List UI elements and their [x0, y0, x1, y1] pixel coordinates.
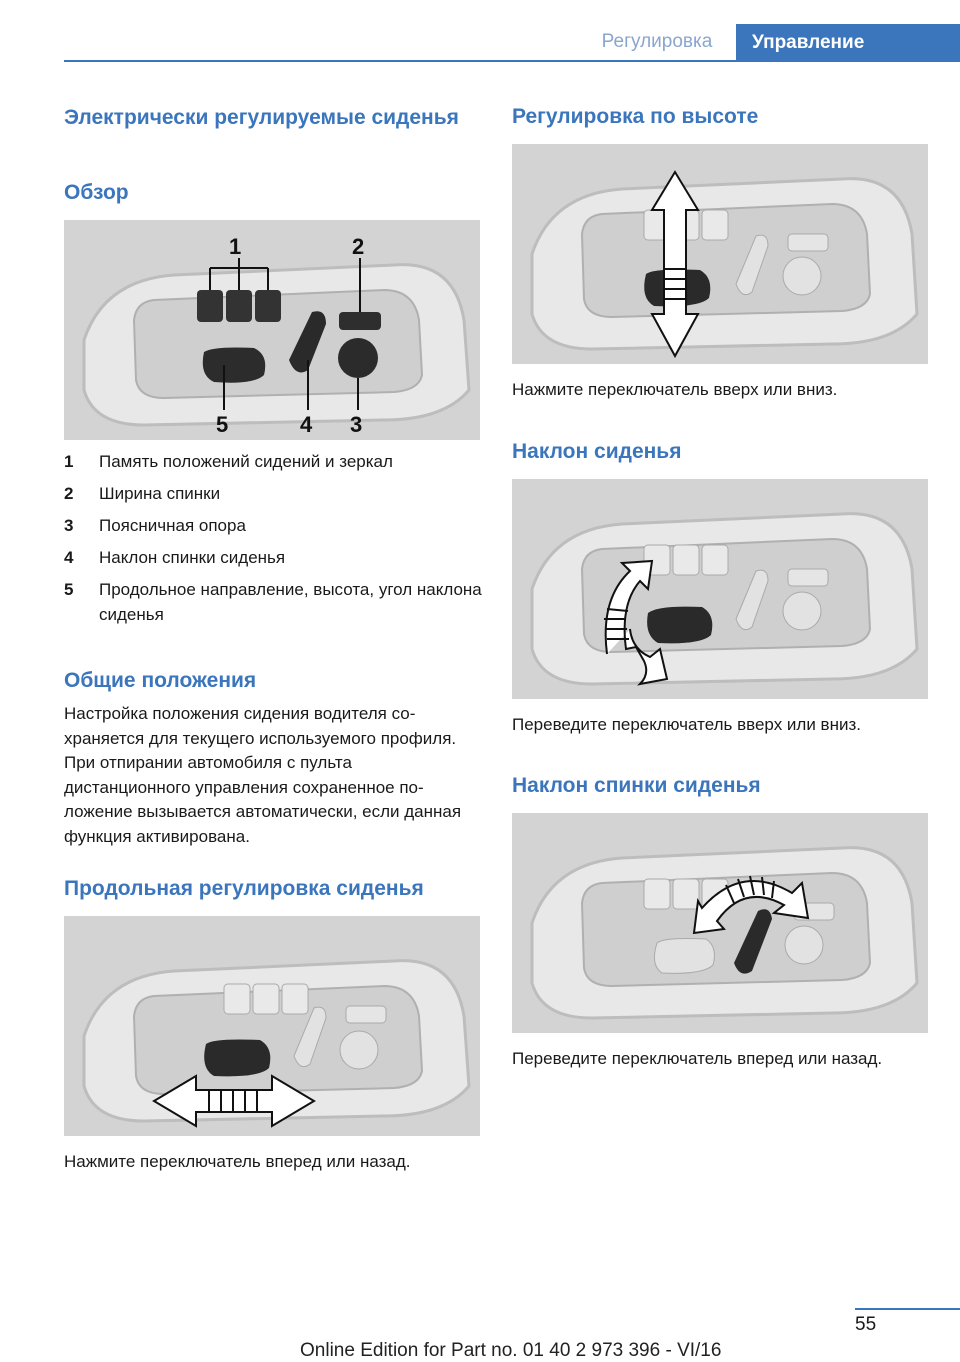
- longitudinal-caption: Нажмите переключатель вперед или назад.: [64, 1152, 411, 1171]
- legend-item: 1 Память положений сидений и зеркал: [64, 450, 484, 475]
- overview-heading: Обзор: [64, 181, 129, 204]
- tilt-figure: [512, 479, 928, 699]
- backrest-heading: Наклон спинки сиденья: [512, 774, 761, 797]
- legend-list: 1 Память положений сидений и зеркал 2 Ши…: [64, 450, 484, 635]
- overview-figure: 1 2 5 4 3: [64, 220, 480, 440]
- general-text: Настройка положения сидения водителя со­…: [64, 704, 462, 846]
- backrest-figure: [512, 813, 928, 1033]
- legend-number: 3: [64, 516, 74, 535]
- backrest-caption: Переведите переключатель вперед или на­з…: [512, 1049, 883, 1068]
- legend-item: 3 Поясничная опора: [64, 514, 484, 539]
- header-tab-controls: Управление: [736, 24, 960, 62]
- legend-number: 5: [64, 580, 74, 599]
- figure-label-4: 4: [300, 412, 313, 437]
- legend-text: Память положений сидений и зеркал: [99, 452, 393, 471]
- legend-item: 4 Наклон спинки сиденья: [64, 546, 484, 571]
- footer-edition: Online Edition for Part no. 01 40 2 973 …: [300, 1340, 722, 1361]
- longitudinal-figure: [64, 916, 480, 1136]
- figure-label-5: 5: [216, 412, 228, 437]
- figure-label-3: 3: [350, 412, 362, 437]
- legend-text: Поясничная опора: [99, 516, 246, 535]
- general-heading: Общие положения: [64, 669, 257, 692]
- height-caption: Нажмите переключатель вверх или вниз.: [512, 380, 838, 399]
- footer-rule: [855, 1308, 960, 1310]
- figure-label-2: 2: [352, 234, 364, 259]
- tilt-caption: Переведите переключатель вверх или вниз.: [512, 715, 861, 734]
- header-tab-adjustment: Регулировка: [601, 31, 713, 52]
- legend-number: 4: [64, 548, 74, 567]
- height-heading: Регулировка по высоте: [512, 105, 759, 128]
- legend-text: Ширина спинки: [99, 484, 221, 503]
- legend-item: 5 Продольное направление, высота, угол н…: [64, 578, 484, 627]
- header-rule: [64, 60, 960, 62]
- page-number: 55: [855, 1314, 877, 1335]
- tilt-heading: Наклон сиденья: [512, 440, 682, 463]
- longitudinal-heading: Продольная регулировка сиденья: [64, 877, 424, 900]
- figure-label-1: 1: [229, 234, 241, 259]
- legend-item: 2 Ширина спинки: [64, 482, 484, 507]
- legend-text: Наклон спинки сиденья: [99, 548, 286, 567]
- height-figure: [512, 144, 928, 364]
- section-title: Электрически регулируемые сиденья: [64, 106, 459, 129]
- legend-text: Продольное направление, высота, угол нак…: [99, 580, 482, 624]
- legend-number: 2: [64, 484, 74, 503]
- legend-number: 1: [64, 452, 74, 471]
